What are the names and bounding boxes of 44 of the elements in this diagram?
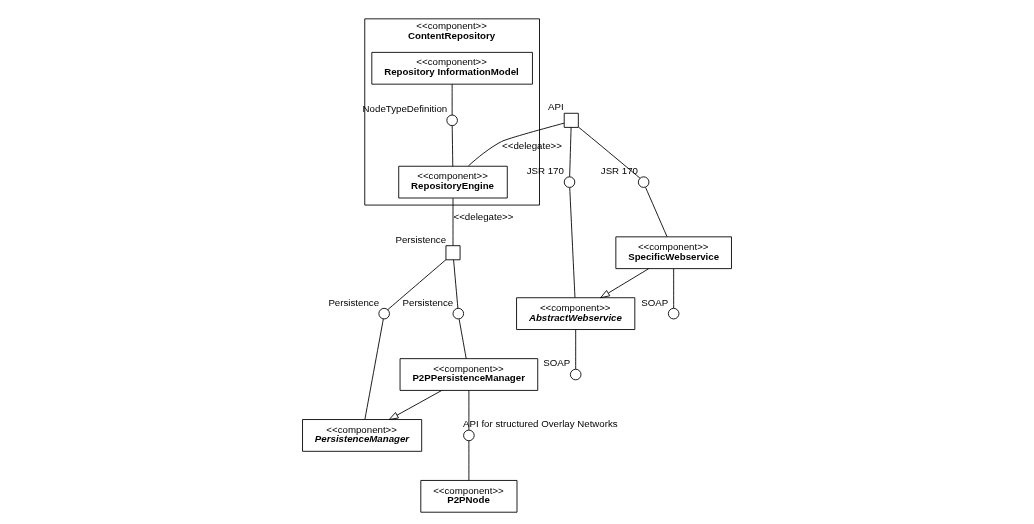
connector <box>569 127 572 178</box>
connector <box>453 259 459 309</box>
node-label: JSR 170 <box>600 165 638 177</box>
node-circle <box>637 176 650 188</box>
arrow <box>600 268 650 299</box>
connector <box>468 122 565 167</box>
node-label: Persistence <box>328 296 380 308</box>
connector <box>387 259 447 311</box>
arrow <box>388 390 443 420</box>
connector <box>458 318 467 359</box>
node-circle <box>667 307 680 320</box>
node-label: SOAP <box>543 357 571 369</box>
node-circle <box>452 307 465 320</box>
connector <box>451 83 453 116</box>
connector <box>645 187 668 238</box>
node-box <box>563 112 579 128</box>
node-box: <<component>> PersistenceManager <box>302 419 423 452</box>
node-circle <box>463 429 475 442</box>
node-box <box>445 245 461 261</box>
node-label: SOAP <box>641 296 669 308</box>
connector <box>569 187 576 299</box>
connector <box>673 268 675 309</box>
node-circle <box>569 368 582 381</box>
edge-label: <<delegate>> <box>453 210 514 222</box>
node-box: <<component>> AbstractWebservice <box>516 297 636 330</box>
node-box: <<component>> SpecificWebservice <box>615 236 732 270</box>
node-box: <<component>> P2PNode <box>420 480 518 513</box>
node-box: <<component>> Repository InformationModel <box>371 51 533 85</box>
connector <box>578 126 641 179</box>
connector <box>468 390 470 431</box>
node-label: API for structured Overlay Networks <box>463 418 618 430</box>
node-label: Persistence <box>402 296 454 308</box>
node-circle <box>378 307 390 320</box>
node-circle <box>446 114 458 127</box>
connector <box>451 125 454 167</box>
node-circle <box>563 176 576 188</box>
node-box: <<component>> RepositoryEngine <box>398 165 508 199</box>
node-label: Persistence <box>395 233 447 245</box>
connector <box>452 197 454 246</box>
node-box: <<component>> P2PPersistenceManager <box>399 358 539 391</box>
connector <box>468 440 470 481</box>
connector <box>364 318 384 420</box>
connector <box>575 329 577 370</box>
node-label: API <box>548 101 564 113</box>
